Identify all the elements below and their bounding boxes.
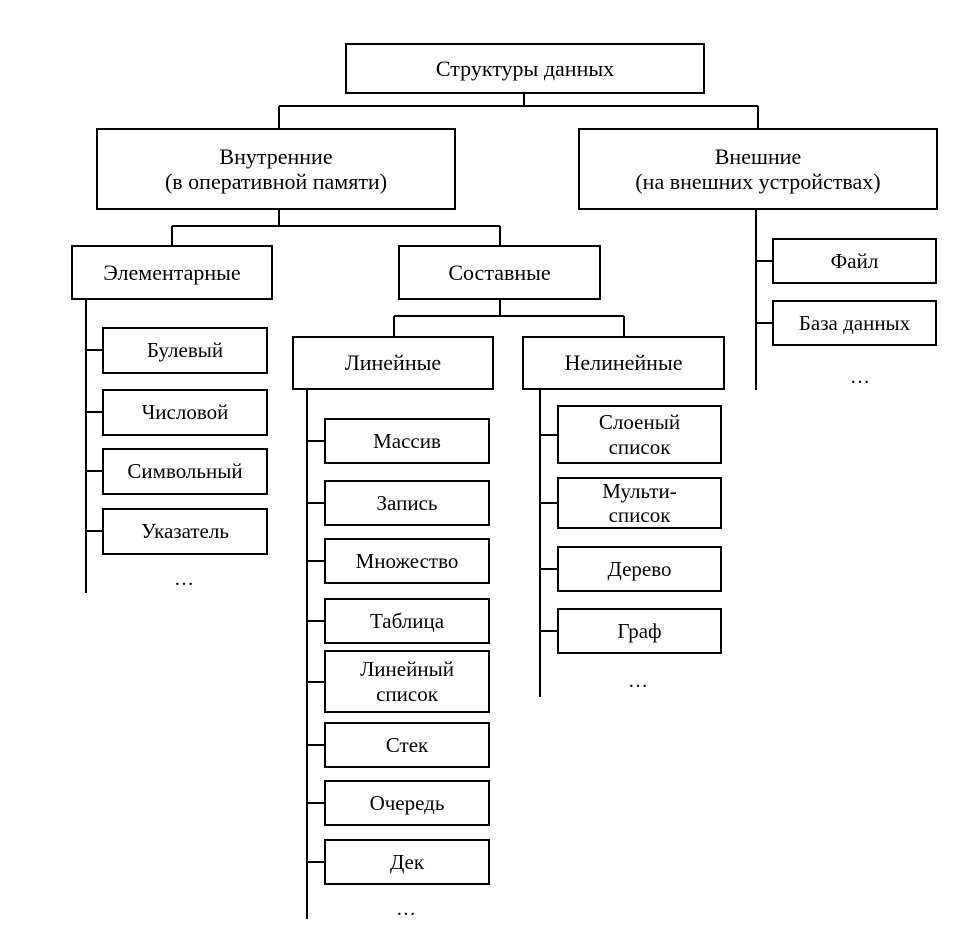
node-elementary-item: Булевый xyxy=(102,327,268,374)
node-elementary-label: Элементарные xyxy=(103,259,241,285)
node-nonlinear-item: Дерево xyxy=(557,546,722,592)
external-more: … xyxy=(850,366,874,388)
node-elementary-item: Числовой xyxy=(102,389,268,436)
node-composite: Составные xyxy=(398,245,601,300)
node-linear-label: Линейные xyxy=(344,350,442,376)
node-elementary-item-label: Символьный xyxy=(127,459,243,484)
node-linear: Линейные xyxy=(292,336,494,390)
node-nonlinear-item-label: Граф xyxy=(617,618,662,643)
node-linear-item: Стек xyxy=(324,722,490,768)
node-linear-item: Линейный список xyxy=(324,650,490,713)
node-linear-item-label: Стек xyxy=(385,732,429,757)
linear-more: … xyxy=(396,898,420,920)
node-nonlinear: Нелинейные xyxy=(522,336,725,390)
node-composite-label: Составные xyxy=(448,259,551,285)
node-linear-item: Множество xyxy=(324,538,490,584)
node-nonlinear-item-label: Мульти- список xyxy=(602,478,677,527)
node-internal: Внутренние (в оперативной памяти) xyxy=(96,128,456,210)
node-linear-item-label: Запись xyxy=(376,490,438,515)
node-nonlinear-item-label: Слоеный список xyxy=(598,410,681,459)
node-linear-item: Запись xyxy=(324,480,490,526)
node-nonlinear-item: Граф xyxy=(557,608,722,654)
node-nonlinear-item: Мульти- список xyxy=(557,477,722,529)
node-root: Структуры данных xyxy=(345,43,705,94)
node-linear-item-label: Линейный список xyxy=(360,657,454,706)
node-external-item: База данных xyxy=(772,300,937,346)
node-elementary-item-label: Указатель xyxy=(141,519,229,544)
node-root-label: Структуры данных xyxy=(435,55,615,81)
node-elementary-item-label: Булевый xyxy=(146,338,224,363)
node-external-item-label: База данных xyxy=(798,310,911,335)
node-nonlinear-label: Нелинейные xyxy=(564,350,683,376)
elementary-more: … xyxy=(174,568,198,590)
node-external: Внешние (на внешних устройствах) xyxy=(578,128,938,210)
node-external-label: Внешние (на внешних устройствах) xyxy=(635,143,881,194)
node-linear-item-label: Множество xyxy=(355,548,459,573)
node-nonlinear-item-label: Дерево xyxy=(607,556,672,581)
node-elementary-item: Символьный xyxy=(102,448,268,495)
node-nonlinear-item: Слоеный список xyxy=(557,405,722,464)
node-linear-item-label: Массив xyxy=(373,428,441,453)
node-elementary-item-label: Числовой xyxy=(141,400,229,425)
node-linear-item: Очередь xyxy=(324,780,490,826)
node-linear-item: Дек xyxy=(324,839,490,885)
node-linear-item-label: Очередь xyxy=(369,790,445,815)
node-external-item: Файл xyxy=(772,238,937,284)
node-elementary-item: Указатель xyxy=(102,508,268,555)
nonlinear-more: … xyxy=(628,670,652,692)
node-linear-item: Таблица xyxy=(324,598,490,644)
node-linear-item-label: Дек xyxy=(389,849,425,874)
node-external-item-label: Файл xyxy=(830,248,879,273)
node-internal-label: Внутренние (в оперативной памяти) xyxy=(164,143,388,194)
node-linear-item-label: Таблица xyxy=(369,608,445,633)
node-linear-item: Массив xyxy=(324,418,490,464)
node-elementary: Элементарные xyxy=(71,245,273,300)
